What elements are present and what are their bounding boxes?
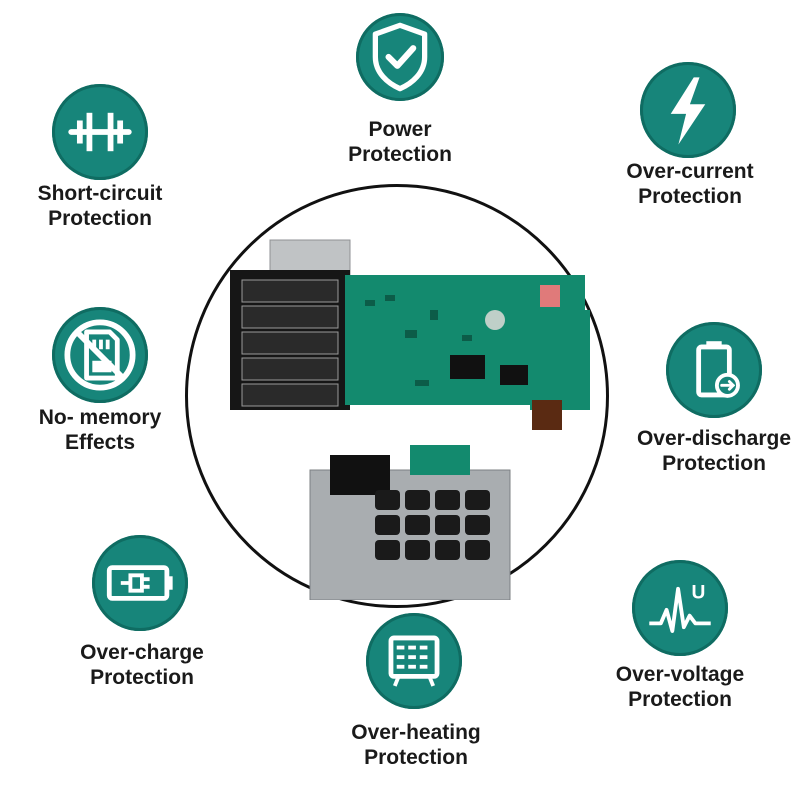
product-frame-ring (185, 184, 609, 608)
voltage-letter: U (692, 582, 706, 603)
voltage-wave-icon: U (649, 582, 711, 633)
battery-cell-holder (309, 445, 511, 600)
product-illustration (230, 239, 590, 600)
short-circuit-icon (68, 112, 132, 152)
battery-plug-icon (106, 565, 173, 601)
over-heating-protection-badge (366, 613, 462, 709)
over-discharge-protection-badge (666, 322, 762, 418)
over-charge-protection-badge (92, 535, 188, 631)
pcb-board (230, 239, 590, 430)
heater-icon (388, 635, 440, 687)
over-current-protection-badge (640, 62, 736, 158)
lightning-bolt-icon (670, 77, 706, 145)
shield-check-icon (372, 22, 428, 92)
no-memory-effects-badge (52, 307, 148, 403)
battery-discharge-icon (696, 341, 740, 398)
over-voltage-protection-badge: U (632, 560, 728, 656)
short-circuit-protection-badge (52, 84, 148, 180)
power-protection-badge (356, 13, 444, 101)
memory-card-crossed-icon (64, 319, 136, 391)
